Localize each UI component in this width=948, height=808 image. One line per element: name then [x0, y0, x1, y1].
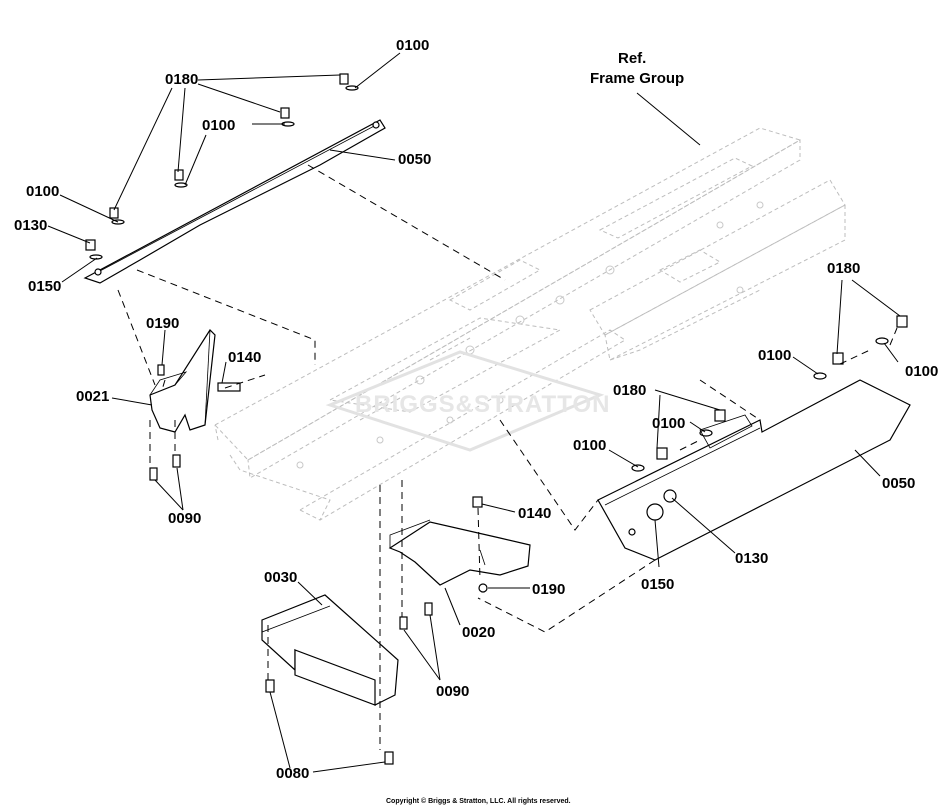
reference-frame — [214, 127, 846, 521]
callout-0090-left: 0090 — [168, 510, 201, 527]
callout-0100-top: 0100 — [396, 37, 429, 54]
reference-line2: Frame Group — [590, 70, 684, 87]
callout-0150-left: 0150 — [28, 278, 61, 295]
callout-0180-right: 0180 — [827, 260, 860, 277]
callout-labels: 0100 0180 0100 0050 0100 0130 0150 0190 … — [14, 37, 938, 782]
callout-0100-right-b: 0100 — [905, 363, 938, 380]
right-large-panel — [597, 379, 911, 561]
callout-0130-right: 0130 — [735, 550, 768, 567]
assembly-lines — [117, 164, 898, 750]
callout-0020: 0020 — [462, 624, 495, 641]
leader-lines — [47, 52, 901, 773]
callout-0030: 0030 — [264, 569, 297, 586]
callout-0080: 0080 — [276, 765, 309, 782]
left-top-panel — [83, 119, 386, 284]
callout-0150-right: 0150 — [641, 576, 674, 593]
watermark-text: BRIGGS&STRATTON — [355, 391, 610, 418]
callout-0190-mid: 0190 — [532, 581, 565, 598]
callout-0100-left: 0100 — [26, 183, 59, 200]
copyright-notice: Copyright © Briggs & Stratton, LLC. All … — [386, 797, 571, 805]
callout-0140-left: 0140 — [228, 349, 261, 366]
callout-0180-right-mid: 0180 — [613, 382, 646, 399]
brand-watermark: BRIGGS&STRATTON — [325, 350, 610, 452]
callout-0190-left: 0190 — [146, 315, 179, 332]
callout-0140-mid: 0140 — [518, 505, 551, 522]
callout-0021: 0021 — [76, 388, 109, 405]
callout-0100-mid: 0100 — [202, 117, 235, 134]
middle-bracket — [388, 496, 531, 630]
callout-0050-left: 0050 — [398, 151, 431, 168]
reference-line1: Ref. — [618, 50, 646, 67]
callout-0130-left: 0130 — [14, 217, 47, 234]
callout-0100-right-d: 0100 — [573, 437, 606, 454]
right-panel-hardware — [631, 315, 908, 472]
callout-0050-right: 0050 — [882, 475, 915, 492]
callout-0180-top: 0180 — [165, 71, 198, 88]
bottom-plate — [261, 594, 399, 765]
callout-0100-right-c: 0100 — [652, 415, 685, 432]
left-top-hardware — [85, 73, 359, 260]
callout-0090-bottom: 0090 — [436, 683, 469, 700]
callout-0100-right-a: 0100 — [758, 347, 791, 364]
